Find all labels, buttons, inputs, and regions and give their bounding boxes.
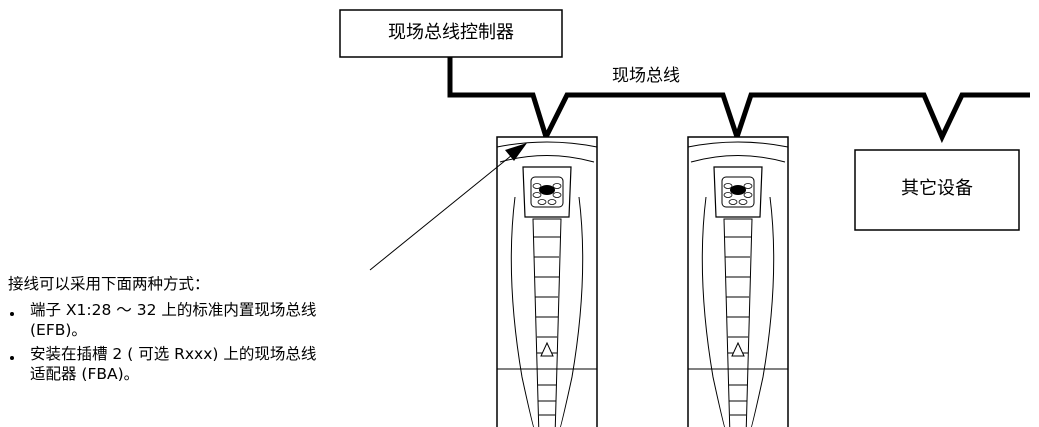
- notes-list: 端子 X1:28 ～ 32 上的标准内置现场总线 (EFB)。 安装在插槽 2 …: [8, 300, 328, 384]
- other-device-label: 其它设备: [901, 178, 973, 199]
- note-efb: 端子 X1:28 ～ 32 上的标准内置现场总线 (EFB)。: [30, 301, 317, 339]
- list-item: 安装在插槽 2 ( 可选 Rxxx) 上的现场总线适配器 (FBA)。: [8, 344, 328, 384]
- note-fba: 安装在插槽 2 ( 可选 Rxxx) 上的现场总线适配器 (FBA)。: [30, 345, 317, 383]
- bullet-icon: [10, 356, 14, 360]
- connection-notes: 接线可以采用下面两种方式： 端子 X1:28 ～ 32 上的标准内置现场总线 (…: [8, 274, 328, 388]
- drive-1: [496, 136, 598, 427]
- fieldbus-label: 现场总线: [612, 66, 680, 86]
- fieldbus-line: [447, 57, 1030, 145]
- list-item: 端子 X1:28 ～ 32 上的标准内置现场总线 (EFB)。: [8, 300, 328, 340]
- drive-2: [687, 136, 789, 427]
- controller-label: 现场总线控制器: [388, 22, 514, 43]
- pointer-arrow: [369, 143, 527, 271]
- controller-box: [339, 9, 563, 58]
- other-device-box: [854, 149, 1020, 231]
- notes-intro: 接线可以采用下面两种方式：: [8, 275, 210, 293]
- bullet-icon: [10, 312, 14, 316]
